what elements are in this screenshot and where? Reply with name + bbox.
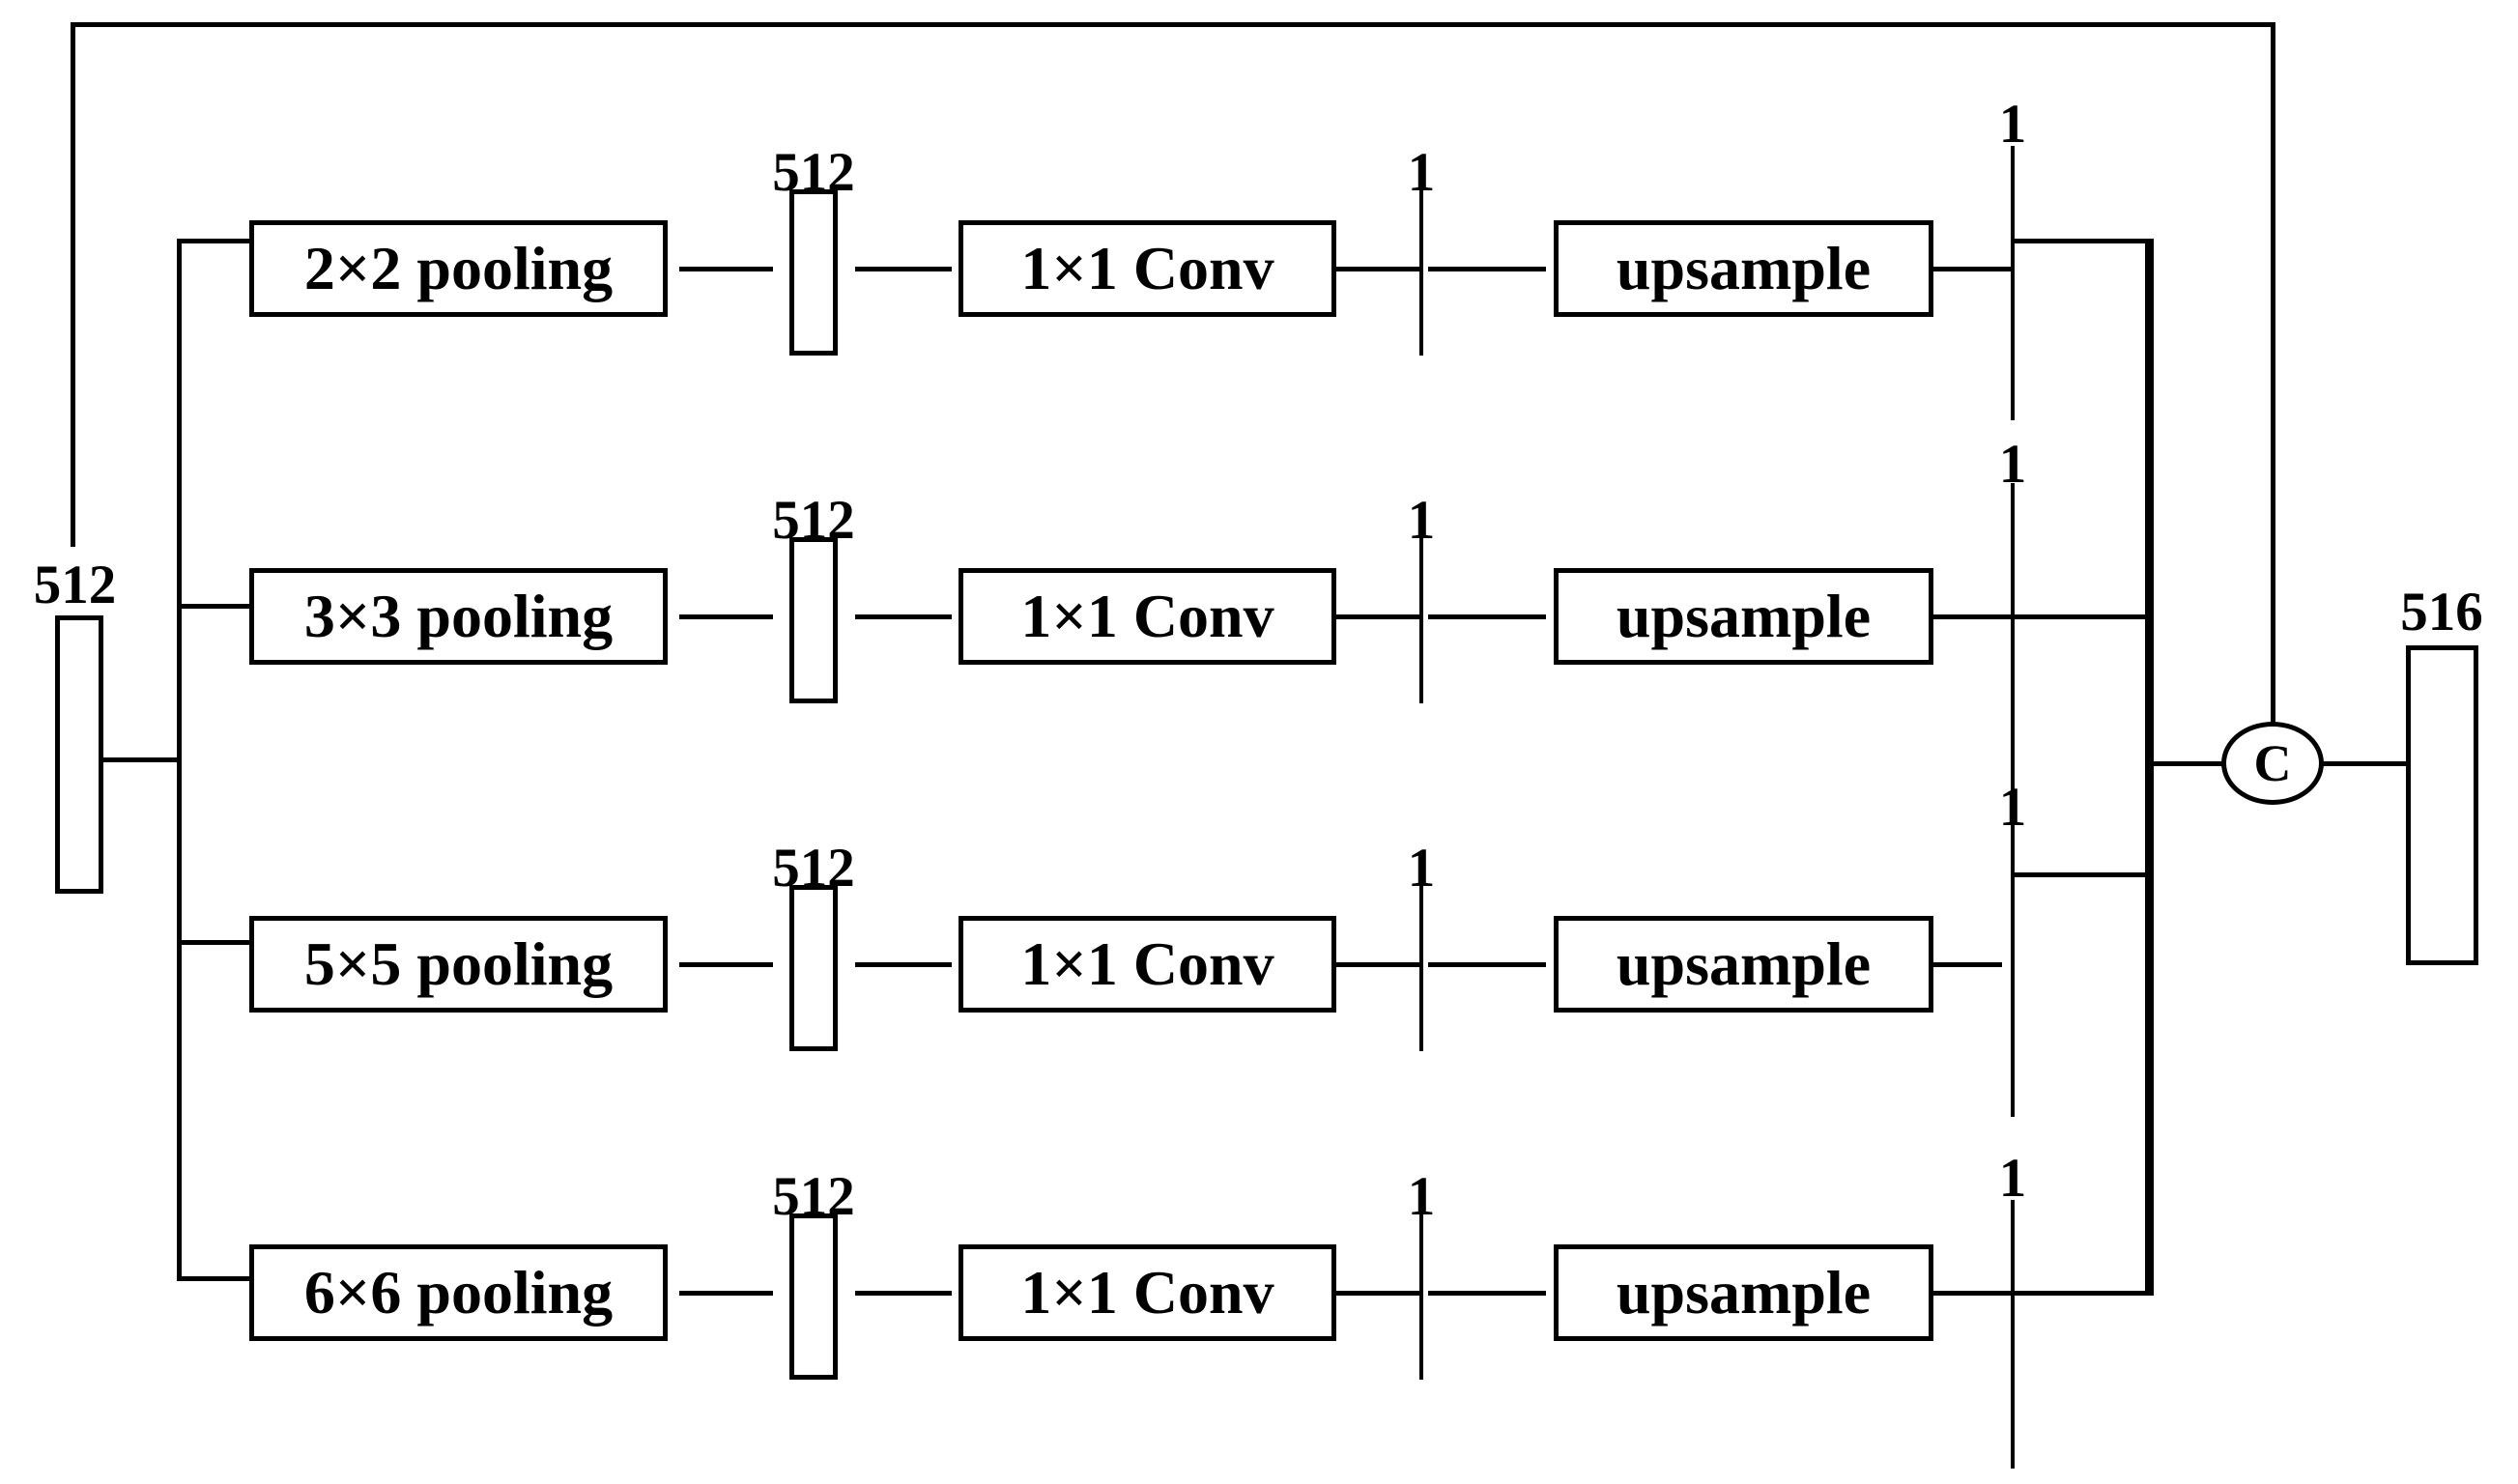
feature-bar [789, 537, 838, 703]
pooling-box: 5×5 pooling [249, 916, 668, 1013]
row-connector [679, 267, 773, 271]
row-connector [679, 962, 773, 967]
input-stem-line [103, 757, 181, 762]
collector-size-label: 1 [1998, 1148, 2027, 1209]
row-connector [1933, 962, 2002, 967]
top-skip-line [71, 22, 2275, 27]
distributor-line [177, 241, 182, 1280]
concat-node: C [2221, 722, 2324, 805]
row-connector [1336, 962, 1421, 967]
row-connector [855, 1291, 952, 1296]
skip-down-line [2271, 22, 2275, 724]
concat-symbol: C [2253, 734, 2292, 792]
row-connector [1428, 962, 1546, 967]
pooling-box: 6×6 pooling [249, 1244, 668, 1341]
row-connector [1428, 267, 1546, 271]
conv-box: 1×1 Conv [959, 916, 1336, 1013]
feature-bar [789, 885, 838, 1051]
row-connector [679, 1291, 773, 1296]
conv-box: 1×1 Conv [959, 1244, 1336, 1341]
branch-line [177, 940, 251, 945]
tick-line [1419, 189, 1423, 356]
collector-size-label: 1 [1998, 94, 2027, 155]
tick-line [1419, 1213, 1423, 1380]
row-connector [679, 614, 773, 619]
upsample-box: upsample [1554, 220, 1933, 317]
collector-line [2011, 1200, 2015, 1469]
row-connector [855, 962, 952, 967]
row-connector [1933, 267, 2013, 271]
branch-line [177, 1276, 251, 1281]
collector-line [2011, 146, 2015, 420]
upsample-box: upsample [1554, 1244, 1933, 1341]
collector-size-label: 1 [1998, 434, 2027, 495]
upsample-box: upsample [1554, 568, 1933, 665]
tick-line [1419, 885, 1423, 1051]
row-connector [1428, 1291, 1546, 1296]
feature-bar [789, 189, 838, 356]
conv-box: 1×1 Conv [959, 568, 1336, 665]
input-size-label: 512 [33, 555, 117, 615]
row-connector [855, 614, 952, 619]
pooling-box: 2×2 pooling [249, 220, 668, 317]
concat-bus-line [2145, 239, 2154, 1296]
jog-line [2011, 239, 2149, 243]
pooling-box: 3×3 pooling [249, 568, 668, 665]
row-connector [855, 267, 952, 271]
collector-line [2011, 829, 2015, 1117]
upsample-box: upsample [1554, 916, 1933, 1013]
branch-line [177, 604, 251, 609]
row-connector [1428, 614, 1546, 619]
input-bar [55, 615, 103, 894]
tick-line [1419, 537, 1423, 703]
concat-out-line [2322, 761, 2408, 766]
input-drop-line [71, 22, 75, 547]
feature-bar [789, 1213, 838, 1380]
branch-line [177, 239, 251, 243]
row-connector [1336, 614, 1421, 619]
concat-in-line [2153, 761, 2222, 766]
row-connector [1933, 614, 2149, 619]
row-connector [1336, 1291, 1421, 1296]
conv-box: 1×1 Conv [959, 220, 1336, 317]
row-connector [1336, 267, 1421, 271]
collector-line [2011, 483, 2015, 875]
output-bar [2406, 645, 2478, 965]
row-connector [1933, 1291, 2149, 1296]
output-size-label: 516 [2400, 582, 2483, 642]
jog-line [2011, 872, 2149, 877]
